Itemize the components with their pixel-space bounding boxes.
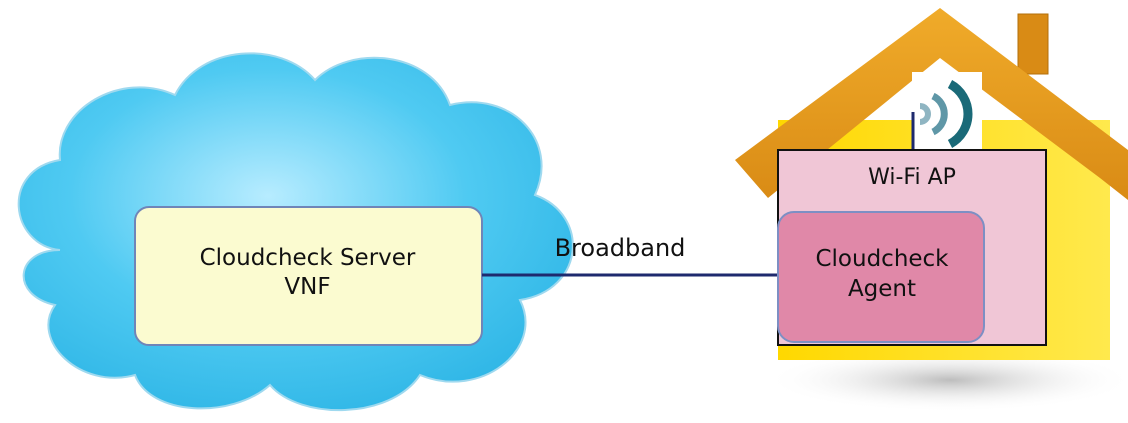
agent-label: Cloudcheck Agent (782, 245, 982, 305)
server-label-line2: VNF (284, 273, 331, 300)
agent-label-line2: Agent (847, 275, 917, 302)
house-shadow (765, 348, 1128, 412)
server-label-line1: Cloudcheck Server (199, 245, 416, 271)
broadband-label: Broadband (554, 234, 686, 262)
server-label: Cloudcheck Server VNF (135, 244, 480, 302)
wifi-signal-icon (911, 72, 982, 150)
wifi-ap-label: Wi-Fi AP (868, 165, 956, 190)
house-roof (735, 8, 1128, 200)
agent-label-line1: Cloudcheck (815, 246, 949, 272)
house-chimney (1017, 13, 1049, 75)
agent-box (777, 211, 985, 343)
